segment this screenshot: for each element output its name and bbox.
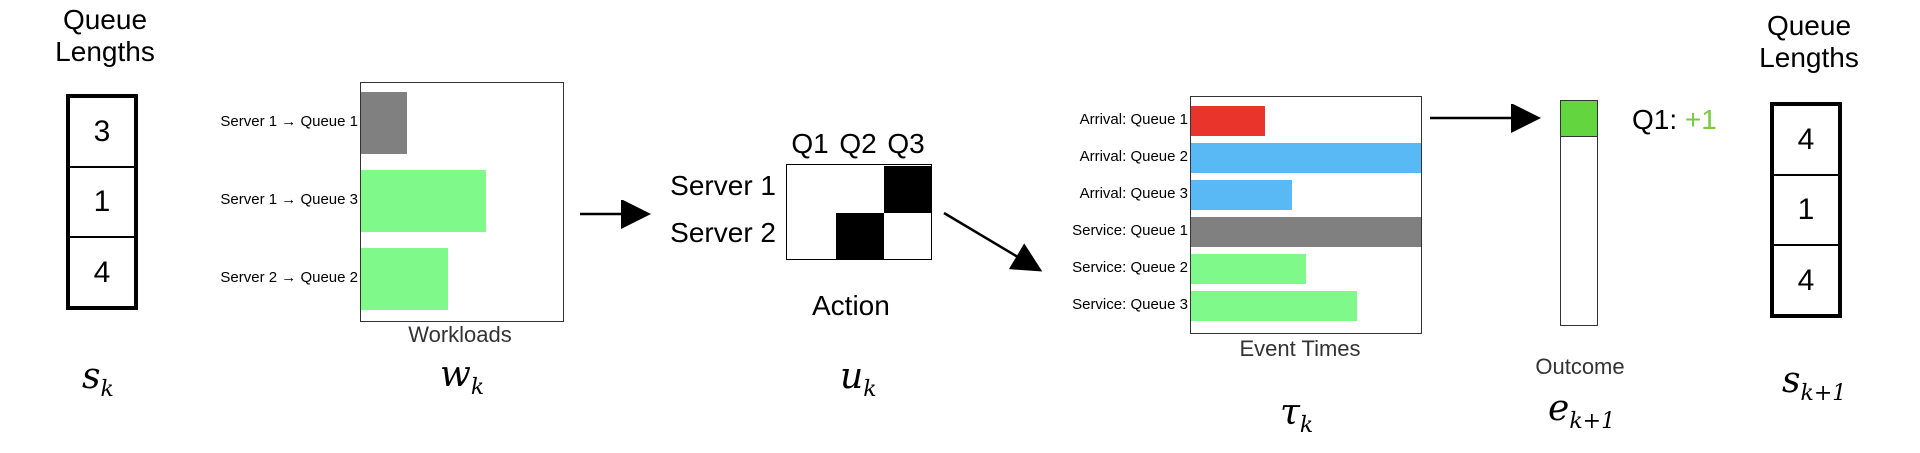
workloads-frame xyxy=(360,82,564,322)
bar xyxy=(1191,217,1421,247)
queue-lengths-title-right: Queue Lengths xyxy=(1759,10,1859,73)
outcome-delta: +1 xyxy=(1684,104,1717,135)
queue-lengths-box-right: 4 1 4 xyxy=(1770,102,1842,318)
bar xyxy=(1191,180,1292,210)
action-row-label: Server 1 xyxy=(670,170,776,201)
row-label: Server 1 → Queue 3 xyxy=(220,191,358,208)
row-label: Service: Queue 2 xyxy=(1072,259,1188,276)
action-cell xyxy=(883,165,932,213)
action-cell xyxy=(884,213,932,260)
bar xyxy=(361,170,486,232)
queue-length-cell: 4 xyxy=(1797,264,1815,297)
queue-length-cell: 3 xyxy=(70,98,134,168)
arrow-action-to-events xyxy=(943,211,1043,272)
row-label: Server 2 → Queue 2 xyxy=(220,269,358,286)
action-cell xyxy=(788,213,836,260)
events-frame xyxy=(1190,96,1422,334)
action-cell xyxy=(788,166,836,213)
symbol-tau-k: τk xyxy=(1280,392,1314,438)
outcome-label: Q1: +1 xyxy=(1632,104,1717,135)
arrow-workloads-to-action xyxy=(580,200,651,229)
bar xyxy=(1191,143,1421,173)
event-times-caption: Event Times xyxy=(1239,336,1361,361)
workloads-caption: Workloads xyxy=(408,322,512,347)
action-row-label: Server 2 xyxy=(670,217,776,248)
symbol-u-k: uk xyxy=(840,356,877,402)
queue-length-cell: 4 xyxy=(93,256,111,289)
bar xyxy=(361,248,448,310)
queue-length-cell: 1 xyxy=(1774,176,1838,246)
action-column-label: Q1 xyxy=(791,128,829,159)
symbol-s-k1: sk+1 xyxy=(1782,360,1847,406)
bar xyxy=(361,92,407,154)
bar xyxy=(1191,291,1357,321)
action-cell xyxy=(836,166,884,213)
action-grid xyxy=(786,164,932,260)
action-caption: Action xyxy=(812,290,890,321)
row-label: Server 1 → Queue 1 xyxy=(220,113,358,130)
queue-length-cell: 1 xyxy=(70,168,134,238)
row-label: Service: Queue 3 xyxy=(1072,296,1188,313)
action-column-label: Q2 xyxy=(839,128,877,159)
bar xyxy=(1191,254,1306,284)
queue-length-cell: 4 xyxy=(1774,106,1838,176)
row-label: Service: Queue 1 xyxy=(1072,222,1188,239)
symbol-s-k: sk xyxy=(82,356,114,402)
row-label: Arrival: Queue 2 xyxy=(1079,148,1188,165)
row-label: Arrival: Queue 1 xyxy=(1079,111,1188,128)
outcome-fill xyxy=(1561,101,1597,137)
queue-lengths-box-left: 3 1 4 xyxy=(66,94,138,310)
action-cell xyxy=(835,212,884,260)
action-column-label: Q3 xyxy=(887,128,925,159)
arrow-events-to-outcome xyxy=(1430,104,1541,133)
queue-lengths-title-left: Queue Lengths xyxy=(55,4,155,67)
symbol-e-k1: ek+1 xyxy=(1548,388,1616,434)
symbol-w-k: wk xyxy=(440,354,485,400)
outcome-bar xyxy=(1560,100,1598,326)
bar xyxy=(1191,106,1265,136)
row-label: Arrival: Queue 3 xyxy=(1079,185,1188,202)
outcome-caption: Outcome xyxy=(1535,354,1625,379)
